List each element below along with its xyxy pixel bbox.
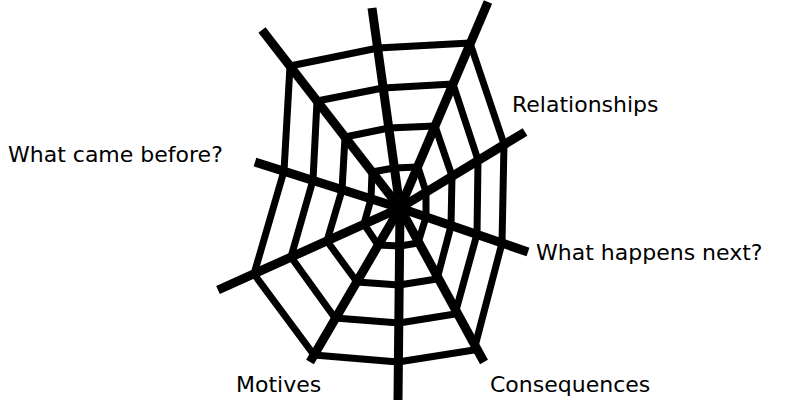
web-label: Motives	[236, 372, 321, 398]
web-label: What came before?	[8, 142, 223, 168]
web-label: What happens next?	[536, 240, 763, 266]
web-label: Consequences	[490, 372, 650, 398]
web-label: Relationships	[512, 92, 659, 118]
